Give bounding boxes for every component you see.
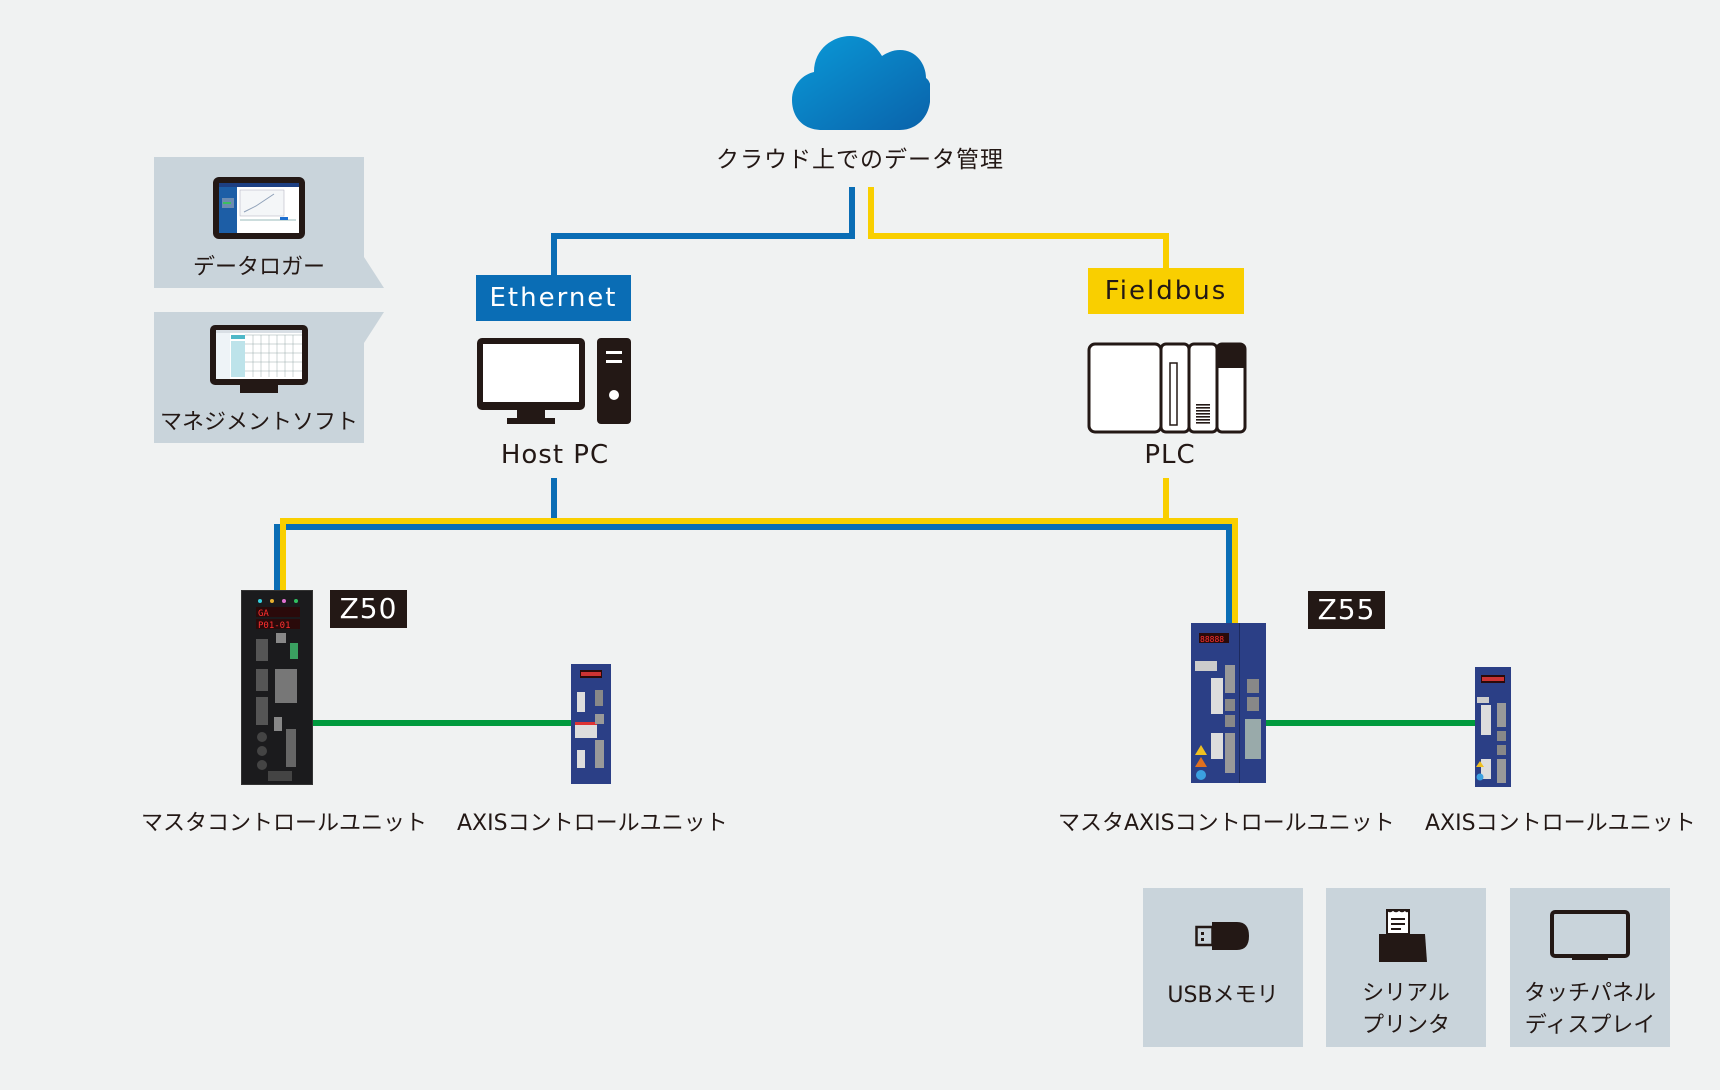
ethernet-drop-z50 (274, 524, 280, 591)
axis-link-z55 (1266, 720, 1476, 726)
serial-printer-label-line1: シリアル (1362, 981, 1450, 1006)
z55-axis-label: AXISコントロールユニット (1425, 811, 1696, 836)
plc-label: PLC (1144, 440, 1196, 470)
ethernet-wire-top-horizontal (551, 233, 855, 239)
z50-axis-label: AXISコントロールユニット (457, 811, 728, 836)
axis-link-z50 (311, 720, 572, 726)
fieldbus-wire-top-horizontal (868, 233, 1169, 239)
callout-pointer (364, 312, 384, 343)
serial-printer-label-line2: プリンタ (1361, 1013, 1450, 1038)
fieldbus-drop-z50 (280, 518, 286, 591)
cloud-label: クラウド上でのデータ管理 (716, 147, 1004, 173)
z55-axis-panel-drawing (1476, 675, 1506, 783)
z55-master-label: マスタAXISコントロールユニット (1058, 811, 1395, 836)
tablet-screen-icon (213, 177, 305, 239)
model-tag-z55: Z55 (1308, 591, 1385, 629)
desktop-pc-icon (477, 338, 631, 424)
management-software-callout: マネジメントソフト (154, 312, 384, 443)
peripheral-usb-memory: USBメモリ (1143, 888, 1303, 1047)
usb-memory-icon (1195, 922, 1249, 950)
data-logger-label: データロガー (192, 255, 325, 280)
model-tag-z50: Z50 (330, 590, 407, 628)
touch-panel-label-line2: ディスプレイ (1524, 1013, 1656, 1038)
touch-panel-label-line1: タッチパネル (1523, 981, 1656, 1006)
touch-panel-icon (1550, 910, 1630, 960)
peripheral-serial-printer: シリアル プリンタ (1326, 888, 1486, 1047)
ethernet-wire-cloud-down (849, 187, 855, 239)
data-logger-callout: データロガー (154, 157, 384, 288)
cloud-icon (792, 36, 930, 130)
z55-master-panel-drawing: 88888 (1195, 623, 1261, 783)
usb-memory-label: USBメモリ (1167, 983, 1279, 1008)
fieldbus-wire-plc-down (1163, 478, 1169, 522)
z50-master-panel-drawing: GA P01-01 (256, 599, 300, 781)
z55-master-axis-control-unit-image: 88888 (1191, 623, 1266, 783)
ethernet-wire-hostpc-down (551, 478, 557, 526)
ethernet-wire-to-box (551, 233, 557, 276)
callout-pointer (364, 257, 384, 288)
fieldbus-label: Fieldbus (1088, 268, 1244, 314)
management-software-label: マネジメントソフト (159, 410, 358, 435)
fieldbus-wire-to-box (1163, 233, 1169, 269)
svg-text:P01-01: P01-01 (258, 621, 291, 631)
z50-master-control-unit-image: GA P01-01 (241, 590, 313, 785)
ethernet-drop-z55 (1226, 524, 1232, 623)
receipt-printer-icon (1379, 908, 1427, 962)
peripheral-touch-panel-display: タッチパネル ディスプレイ (1510, 888, 1670, 1047)
z50-master-label: マスタコントロールユニット (141, 811, 428, 836)
monitor-screen-icon (210, 325, 308, 393)
ethernet-label: Ethernet (476, 275, 631, 321)
svg-text:GA: GA (258, 609, 269, 619)
host-pc-label: Host PC (500, 440, 610, 470)
svg-text:88888: 88888 (1200, 635, 1224, 644)
z55-axis-control-unit-image (1475, 667, 1511, 787)
plc-icon (1087, 342, 1247, 434)
ethernet-bus-horizontal (274, 524, 1232, 530)
z50-axis-control-unit-image (571, 664, 611, 784)
fieldbus-bus-horizontal (280, 518, 1238, 524)
z50-axis-panel-drawing (575, 670, 604, 768)
fieldbus-drop-z55 (1232, 518, 1238, 623)
fieldbus-wire-cloud-down (868, 187, 874, 239)
